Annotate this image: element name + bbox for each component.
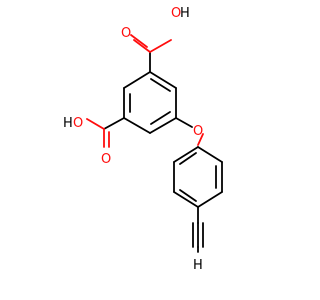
bond-carboxyl-left-to-oh xyxy=(86,118,105,130)
bond-carboxyl-top-to-oh xyxy=(149,39,172,53)
atom-label-oh-left-o: O xyxy=(73,116,83,131)
atom-label-o-ether: O xyxy=(193,124,203,139)
atom-label-o-top: O xyxy=(121,26,131,41)
ring1-bond-3 xyxy=(149,117,177,134)
atom-label-o-left: O xyxy=(101,152,111,167)
ring2-bond-3 xyxy=(197,191,223,208)
bond-carboxyl-top-double-o xyxy=(133,39,151,53)
bond-carboxyl-top-double-o-inner xyxy=(130,34,148,48)
ring1-bond-6 xyxy=(123,71,151,89)
ring2-bond-1 xyxy=(197,146,223,163)
atom-label-oh-left-h: H xyxy=(63,116,73,131)
ring2-inner-double-2 xyxy=(179,189,197,202)
bond-ring-to-carboxyl-left xyxy=(103,117,125,130)
atom-label-oh-top-h: H xyxy=(180,6,190,21)
ring1-bond-4 xyxy=(123,117,151,134)
bond-ether-to-ring2 xyxy=(197,133,204,146)
ring2-bond-4 xyxy=(173,191,199,208)
molecule-canvas: O H O H O O O H xyxy=(63,6,223,273)
molecule-structure: O H O H O O O H xyxy=(63,6,223,273)
atom-label-oh-top-o: O xyxy=(171,6,181,21)
bond-ring1-to-ether xyxy=(175,117,193,128)
ring1-bond-1 xyxy=(149,71,177,89)
atom-label-h-alkyne: H xyxy=(193,258,203,273)
ring1-inner-double-1 xyxy=(150,78,171,92)
ring2-bond-6 xyxy=(173,146,199,163)
ring2-inner-double-3 xyxy=(179,152,197,165)
ring1-inner-double-2 xyxy=(150,111,171,125)
